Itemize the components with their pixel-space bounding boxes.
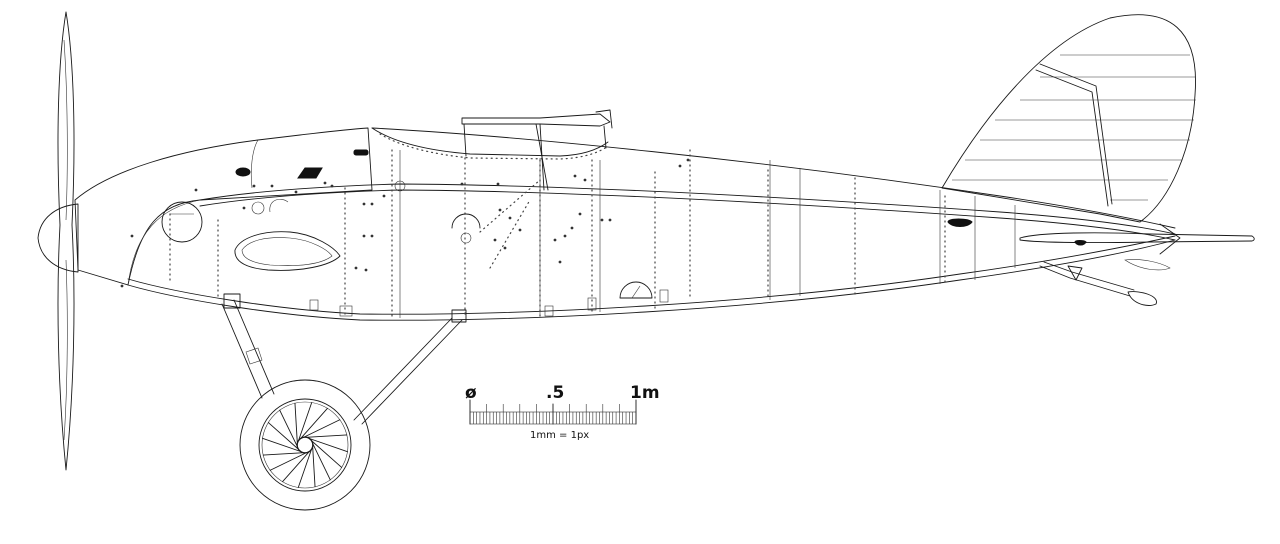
spoke bbox=[262, 451, 309, 456]
scale-label-mid: .5 bbox=[546, 383, 564, 403]
wheel bbox=[239, 379, 371, 511]
spoke bbox=[294, 402, 299, 449]
spoke bbox=[262, 437, 306, 454]
fuselage-panels bbox=[451, 213, 653, 299]
spoke bbox=[307, 437, 343, 468]
spoke bbox=[298, 419, 341, 440]
tail-skid bbox=[1039, 261, 1157, 306]
scale-label-end: 1m bbox=[630, 383, 660, 403]
cowling-details bbox=[161, 149, 406, 271]
spoke bbox=[267, 422, 303, 453]
fuselage bbox=[127, 127, 1176, 321]
spinner bbox=[37, 203, 79, 273]
scale-note: 1mm = 1px bbox=[530, 430, 589, 441]
scale-ticks bbox=[469, 404, 637, 424]
air-intake-louver bbox=[234, 231, 341, 271]
propeller bbox=[57, 11, 75, 471]
rivets bbox=[120, 158, 690, 288]
spoke bbox=[304, 436, 348, 453]
spoke bbox=[296, 402, 313, 446]
cowl-vent bbox=[297, 167, 323, 179]
spoke bbox=[311, 441, 316, 488]
spoke bbox=[310, 438, 331, 481]
cabane-struts bbox=[461, 109, 613, 191]
scale-label-start: ø bbox=[465, 383, 477, 403]
wheel-spokes bbox=[262, 402, 348, 488]
engine-cowling bbox=[74, 127, 373, 286]
spoke bbox=[269, 450, 312, 471]
spoke bbox=[297, 407, 328, 443]
horizontal-stabilizer bbox=[947, 218, 1255, 271]
spoke bbox=[297, 444, 314, 488]
scale-bar: ø .5 1m 1mm = 1px bbox=[465, 383, 660, 441]
spoke bbox=[282, 447, 313, 483]
spoke bbox=[279, 409, 300, 452]
exhaust-port bbox=[235, 167, 251, 177]
vertical-stabilizer bbox=[941, 14, 1196, 223]
spoke bbox=[301, 434, 348, 439]
landing-gear bbox=[221, 289, 669, 425]
